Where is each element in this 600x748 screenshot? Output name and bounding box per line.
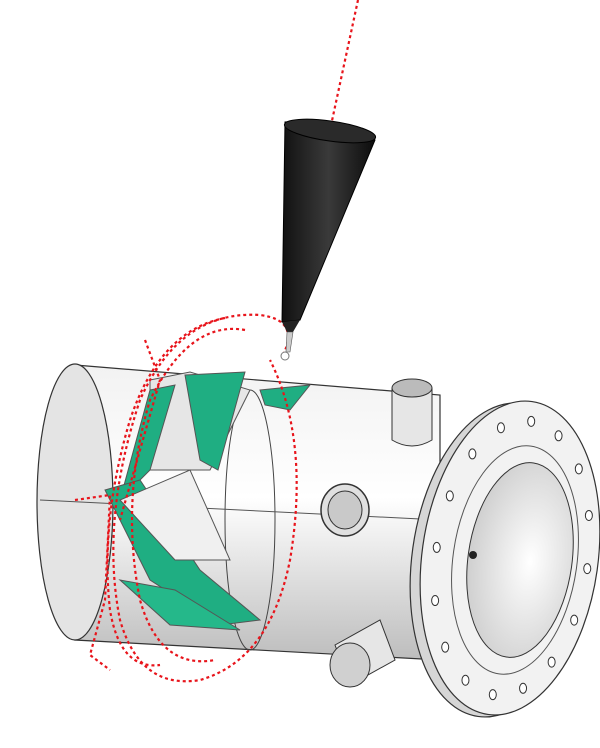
nozzle-side (320, 483, 370, 537)
cutting-tool (280, 118, 377, 361)
bolt-holes (431, 415, 593, 701)
flange (409, 400, 600, 718)
helical-blades (104, 371, 312, 631)
bolt-hole (468, 448, 477, 460)
bolt-hole (431, 595, 440, 607)
nozzle-top (391, 378, 433, 447)
bolt-hole (583, 563, 592, 575)
nozzle-bottom (329, 619, 396, 688)
bolt-hole (432, 541, 441, 553)
bolt-hole (570, 614, 579, 626)
bolt-hole (519, 682, 528, 694)
bolt-hole (496, 422, 505, 434)
bolt-hole (488, 689, 497, 701)
toolpath (74, 0, 360, 683)
bolt-hole (527, 415, 536, 427)
bolt-hole (441, 641, 450, 653)
bolt-hole (461, 674, 470, 686)
bolt-hole (584, 509, 593, 521)
bolt-hole (554, 430, 563, 442)
bolt-hole (574, 463, 583, 475)
bolt-hole (547, 656, 556, 668)
bolt-hole (445, 490, 454, 502)
